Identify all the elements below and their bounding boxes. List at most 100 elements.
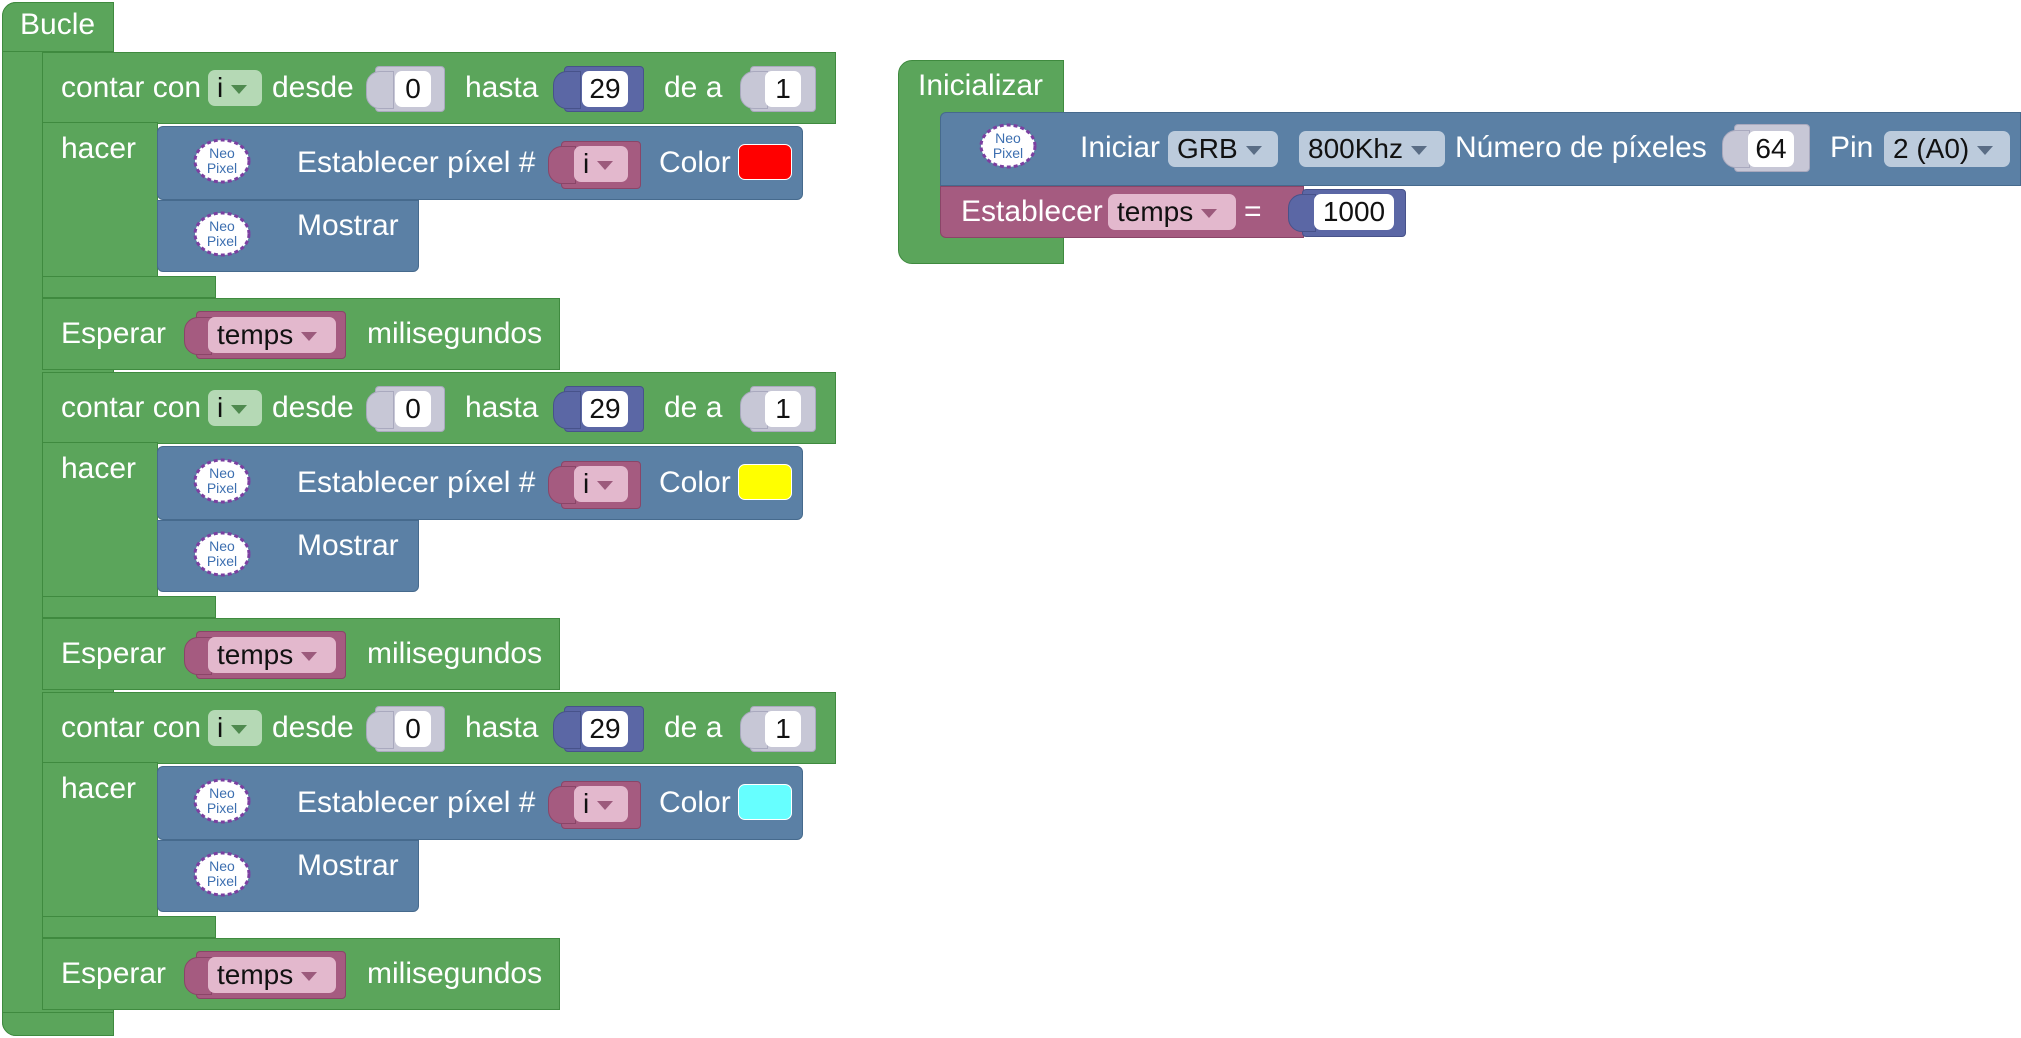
for-label-by: de a <box>664 71 723 104</box>
svg-text:Neo: Neo <box>209 145 235 161</box>
wait-unit-label: milisegundos <box>367 637 543 670</box>
for-loop-body-rail <box>42 442 158 612</box>
chevron-down-icon <box>231 85 248 95</box>
puzzle-tab <box>740 711 768 749</box>
for-var-dropdown[interactable]: i <box>208 390 262 426</box>
set-var-label: Establecer <box>961 195 1103 228</box>
color-label: Color <box>659 146 731 179</box>
to-value-field[interactable]: 29 <box>582 711 628 747</box>
chevron-down-icon <box>1201 209 1218 219</box>
init-block-title: Inicializar <box>918 69 1044 102</box>
for-label-by: de a <box>664 711 723 744</box>
show-label: Mostrar <box>297 529 399 562</box>
by-value-field[interactable]: 1 <box>765 711 801 747</box>
puzzle-tab <box>366 391 394 429</box>
order-dropdown[interactable]: GRB <box>1168 131 1278 167</box>
puzzle-tab <box>553 391 581 429</box>
for-var-dropdown[interactable]: i <box>208 70 262 106</box>
neopixel-init-block[interactable] <box>940 112 2021 186</box>
chevron-down-icon <box>231 405 248 415</box>
for-label-count: contar con <box>61 391 202 424</box>
for-label-count: contar con <box>61 711 202 744</box>
wait-label: Esperar <box>61 637 167 670</box>
set-var-dropdown[interactable]: temps <box>1108 194 1236 230</box>
color-swatch-red[interactable] <box>738 144 792 180</box>
pixel-var-dropdown[interactable]: i <box>574 786 628 822</box>
puzzle-tab <box>553 71 581 109</box>
puzzle-tab <box>1288 194 1316 232</box>
pixels-value-field[interactable]: 64 <box>1748 131 1794 167</box>
chevron-down-icon <box>1245 146 1262 156</box>
to-value-field[interactable]: 29 <box>582 391 628 427</box>
for-loop-bottom <box>42 596 216 618</box>
chevron-down-icon <box>301 652 318 662</box>
pixel-var-dropdown[interactable]: i <box>574 466 628 502</box>
loop-block-header[interactable] <box>2 2 114 52</box>
puzzle-tab <box>366 711 394 749</box>
chevron-down-icon <box>597 161 614 171</box>
show-label: Mostrar <box>297 209 399 242</box>
pin-dropdown[interactable]: 2 (A0) <box>1884 131 2010 167</box>
chevron-down-icon <box>231 725 248 735</box>
by-value-field[interactable]: 1 <box>765 71 801 107</box>
to-value-field[interactable]: 29 <box>582 71 628 107</box>
svg-text:Pixel: Pixel <box>207 873 237 889</box>
wait-var-dropdown[interactable]: temps <box>208 637 336 673</box>
color-swatch-cyan[interactable] <box>738 784 792 820</box>
svg-text:Neo: Neo <box>209 858 235 874</box>
pixels-label: Número de píxeles <box>1455 131 1707 164</box>
puzzle-tab <box>553 711 581 749</box>
puzzle-tab <box>1722 130 1750 168</box>
for-label-do: hacer <box>61 132 137 165</box>
puzzle-tab <box>740 71 768 109</box>
init-label: Iniciar <box>1080 131 1161 164</box>
svg-text:Neo: Neo <box>209 785 235 801</box>
svg-text:Pixel: Pixel <box>207 160 237 176</box>
for-label-do: hacer <box>61 452 137 485</box>
svg-text:Neo: Neo <box>209 538 235 554</box>
from-value-field[interactable]: 0 <box>395 71 431 107</box>
set-pixel-block[interactable] <box>157 766 803 840</box>
for-var-dropdown[interactable]: i <box>208 710 262 746</box>
set-pixel-block[interactable] <box>157 446 803 520</box>
for-label-from: desde <box>272 711 354 744</box>
set-pixel-block[interactable] <box>157 126 803 200</box>
wait-var-dropdown[interactable]: temps <box>208 957 336 993</box>
from-value-field[interactable]: 0 <box>395 391 431 427</box>
from-value-field[interactable]: 0 <box>395 711 431 747</box>
puzzle-tab <box>184 317 212 355</box>
for-label-from: desde <box>272 71 354 104</box>
frequency-dropdown[interactable]: 800Khz <box>1299 131 1445 167</box>
for-label-by: de a <box>664 391 723 424</box>
equals-sign: = <box>1244 195 1262 228</box>
loop-block-title: Bucle <box>20 8 96 41</box>
chevron-down-icon <box>1977 146 1994 156</box>
for-loop-bottom <box>42 916 216 938</box>
svg-text:Pixel: Pixel <box>207 800 237 816</box>
chevron-down-icon <box>597 481 614 491</box>
svg-text:Pixel: Pixel <box>207 233 237 249</box>
chevron-down-icon <box>301 972 318 982</box>
pixel-var-dropdown[interactable]: i <box>574 146 628 182</box>
color-swatch-yellow[interactable] <box>738 464 792 500</box>
wait-label: Esperar <box>61 957 167 990</box>
chevron-down-icon <box>301 332 318 342</box>
for-loop-bottom <box>42 276 216 298</box>
wait-var-dropdown[interactable]: temps <box>208 317 336 353</box>
set-var-value-field[interactable]: 1000 <box>1314 194 1394 230</box>
by-value-field[interactable]: 1 <box>765 391 801 427</box>
color-label: Color <box>659 466 731 499</box>
wait-label: Esperar <box>61 317 167 350</box>
puzzle-tab <box>548 146 576 184</box>
puzzle-tab <box>548 786 576 824</box>
color-label: Color <box>659 786 731 819</box>
chevron-down-icon <box>1410 146 1427 156</box>
puzzle-tab <box>548 466 576 504</box>
